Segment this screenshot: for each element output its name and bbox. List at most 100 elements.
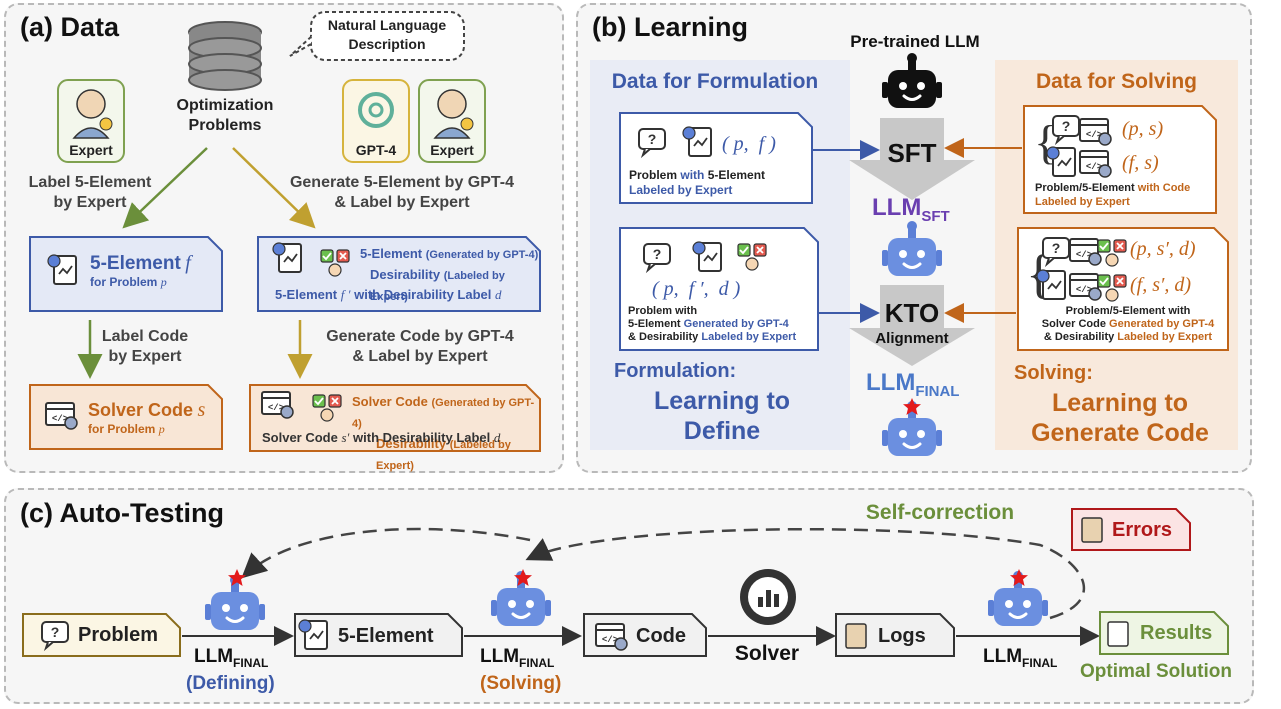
gen-by-gpt4-note-2: (Generated by GPT-4) xyxy=(352,397,535,430)
llm-sft-sub: SFT xyxy=(921,207,950,225)
ps-tuple: (p, s) xyxy=(1122,118,1164,140)
database-icon xyxy=(188,21,262,91)
r-prob-5e: Problem/5-Element with xyxy=(1065,305,1191,317)
with-des-label: with Desirability Label xyxy=(354,287,492,302)
s-var: s xyxy=(197,399,206,421)
panel-auto-testing xyxy=(4,488,1254,704)
generate-code-by-gpt4: Generate Code by GPT-4 & Label by Expert xyxy=(326,328,514,365)
solver-code-gen-label: Solver Code xyxy=(352,394,428,409)
llm-final-base: LLM xyxy=(866,369,916,396)
fs-tuple: (f, s) xyxy=(1122,152,1159,174)
alignment-label: Alignment xyxy=(875,330,949,347)
f-prime-var: f ′ xyxy=(340,287,351,302)
problem-word: Problem xyxy=(629,168,678,182)
nl-description-label: Natural Language Description xyxy=(327,17,447,52)
gpt4-label: GPT-4 xyxy=(355,142,397,158)
optimal-solution-label: Optimal Solution xyxy=(1080,661,1232,682)
generate-5element-by-gpt4: Generate 5-Element by GPT-4 & Label by E… xyxy=(289,174,515,211)
label-5element-by-expert: Label 5-Element by Expert xyxy=(28,174,152,211)
r-solver-code: Solver Code xyxy=(1041,318,1106,330)
s-prime-var: s′ xyxy=(341,430,350,445)
solving-label: Solving: xyxy=(1014,362,1093,384)
five-e-prime-label: 5-Element xyxy=(275,287,338,302)
self-correction-label: Self-correction xyxy=(865,501,1015,524)
gen-five-element-box: 5-Element (Generated by GPT-4) Desirabil… xyxy=(360,244,540,307)
right-box2-text: Problem/5-Element with Solver Code Gener… xyxy=(1028,305,1228,344)
b-amp-des: & Desirability xyxy=(628,331,699,343)
sft-label: SFT xyxy=(887,138,937,168)
for-problem-label: for Problem xyxy=(90,275,158,289)
panel-a-title: (a) Data xyxy=(20,12,120,42)
with-des-label-2: with Desirability Label xyxy=(353,430,491,445)
with-code: with Code xyxy=(1137,182,1191,194)
panel-c-title: (c) Auto-Testing xyxy=(20,498,224,528)
defining-label: (Defining) xyxy=(186,673,275,694)
llm-c2: LLM xyxy=(480,646,520,667)
fsd-tuple: (f, s′, d) xyxy=(1130,274,1192,296)
llm-sft-base: LLM xyxy=(872,194,922,221)
solver-code-prime-line: Solver Code s′ with Desirability Label d xyxy=(262,430,542,446)
prob-5e-code: Problem/5-Element xyxy=(1035,182,1135,194)
expert-label-left: Expert xyxy=(69,142,113,158)
d-var-2: d xyxy=(493,430,501,445)
formulation-label: Formulation: xyxy=(614,360,737,382)
five-element-box: 5-Element f for Problem p xyxy=(90,252,220,290)
label-code-by-expert: Label Code by Expert xyxy=(101,328,189,365)
b-5e-gen: 5-Element xyxy=(628,318,681,330)
errors-label: Errors xyxy=(1112,519,1173,541)
b-gen-gpt4: Generated by GPT-4 xyxy=(683,318,789,330)
optimization-problems-label: Optimization Problems xyxy=(176,97,274,134)
five-element-word: 5-Element xyxy=(707,168,766,182)
code-label: Code xyxy=(636,625,686,647)
b-lab-exp: Labeled by Expert xyxy=(701,331,797,343)
with-word: with xyxy=(680,168,705,182)
llm-sft-label: LLMSFT xyxy=(872,194,950,225)
gen-by-gpt4-note: (Generated by GPT-4) xyxy=(425,249,539,261)
pfd-tuple: ( p, f ′, d ) xyxy=(652,278,741,300)
llm-final-label: LLMFINAL xyxy=(866,369,959,400)
solver-gear-icon xyxy=(740,569,796,625)
r-gen-gpt4: Generated by GPT-4 xyxy=(1109,318,1215,330)
panel-b-title: (b) Learning xyxy=(592,12,748,42)
right-box1-text: Problem/5-Element with Code Labeled by E… xyxy=(1035,181,1215,209)
pretrained-llm-label: Pre-trained LLM xyxy=(850,32,980,51)
r-amp-des: & Desirability xyxy=(1043,331,1115,343)
gen-solver-code-box: Solver Code (Generated by GPT-4) Desirab… xyxy=(352,392,540,476)
r-lab-exp: Labeled by Expert xyxy=(1117,331,1213,343)
data-formulation-label: Data for Formulation xyxy=(611,70,819,93)
d-var: d xyxy=(495,287,502,302)
five-element-label-c: 5-Element xyxy=(338,625,434,647)
for-problem-label-2: for Problem xyxy=(88,422,156,436)
psd-tuple: (p, s′, d) xyxy=(1130,238,1196,260)
desirability-label: Desirability xyxy=(370,267,441,282)
learning-to-define: Learning to Define xyxy=(653,387,791,445)
five-element-prime-line: 5-Element f ′ with Desirability Label d xyxy=(275,287,540,303)
llm-c2-sub: FINAL xyxy=(519,655,555,670)
expert-label-right: Expert xyxy=(430,142,474,158)
labeled-by-expert-b1: Labeled by Expert xyxy=(629,183,733,197)
logs-label: Logs xyxy=(878,625,926,647)
data-solving-label: Data for Solving xyxy=(1035,70,1198,93)
solver-label: Solver xyxy=(734,642,800,665)
five-element-title: 5-Element xyxy=(90,253,181,274)
labeled-by-expert-note: (Labeled by Expert) xyxy=(370,270,505,303)
llm-c1-sub: FINAL xyxy=(233,655,269,670)
llm-final-defining: LLMFINAL xyxy=(194,646,268,670)
problem-var: p xyxy=(160,275,167,289)
solver-code-prime-label: Solver Code xyxy=(262,430,338,445)
llm-final-3: LLMFINAL xyxy=(983,646,1057,670)
results-label: Results xyxy=(1140,622,1213,644)
llm-final-solving: LLMFINAL xyxy=(480,646,554,670)
five-element-var: f xyxy=(185,252,191,274)
pf-tuple: ( p, f ) xyxy=(722,133,776,155)
problem-var-2: p xyxy=(158,422,165,436)
solver-code-title: Solver Code xyxy=(88,400,194,420)
llm-final-sub: FINAL xyxy=(915,382,960,400)
llm-c1: LLM xyxy=(194,646,234,667)
left-box2-text: Problem with 5-Element Generated by GPT-… xyxy=(628,305,818,344)
solving-label-c: (Solving) xyxy=(480,673,562,694)
llm-c3: LLM xyxy=(983,646,1023,667)
llm-c3-sub: FINAL xyxy=(1022,655,1058,670)
labeled-by-expert-note-2: (Labeled by Expert) xyxy=(376,439,511,472)
